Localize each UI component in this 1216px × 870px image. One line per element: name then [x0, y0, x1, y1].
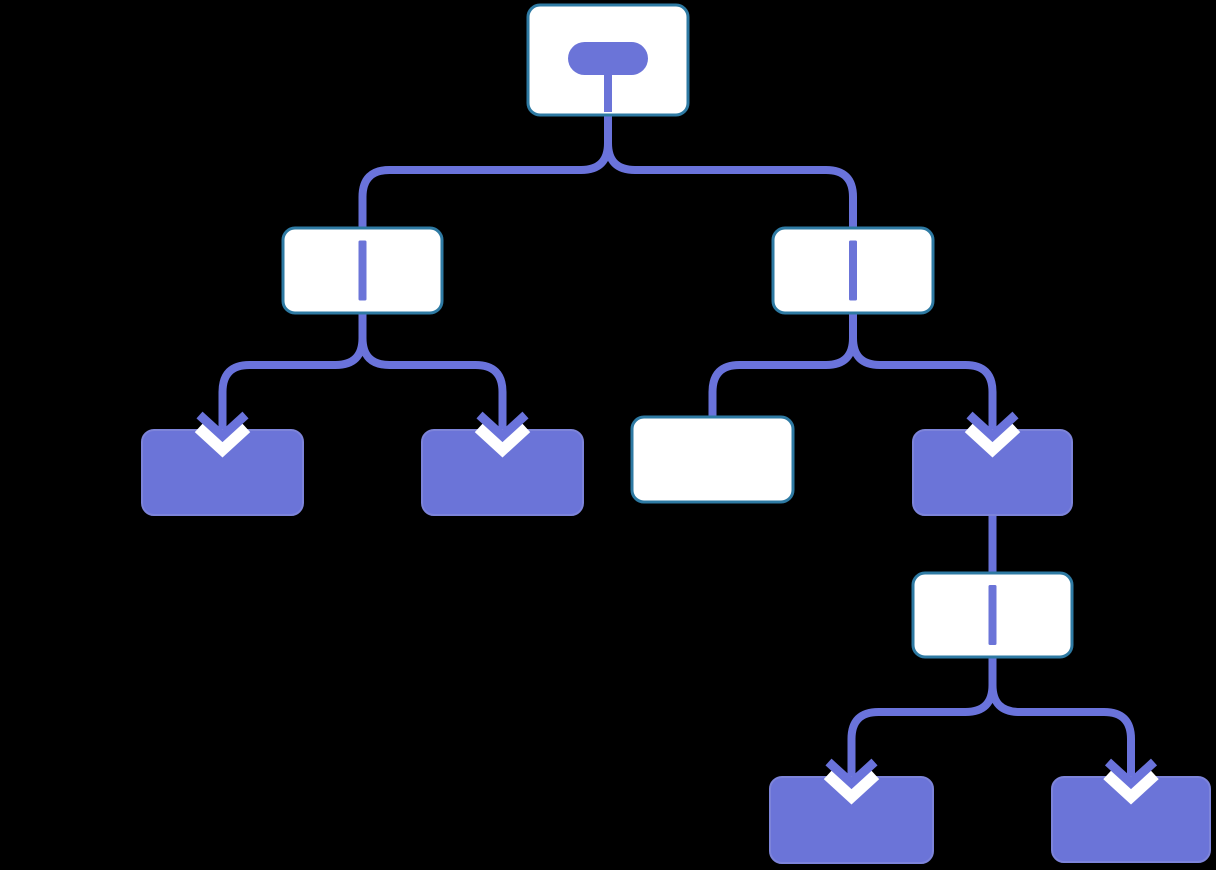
- edge-branch-right-plain-white: [708, 313, 857, 421]
- node-root[interactable]: [526, 3, 690, 117]
- edge-branch-bottom-leaf-d: [988, 657, 1135, 777]
- arrowhead-chevron-icon: [1104, 758, 1158, 790]
- tree-root-pill-icon: [568, 42, 648, 75]
- arrowhead-chevron-icon: [196, 411, 249, 443]
- arrowhead-outline-icon: [474, 421, 531, 458]
- edge-root-branch-left: [358, 115, 612, 232]
- edge-branch-left-leaf-b: [358, 313, 507, 430]
- divider-bar-icon: [358, 240, 367, 301]
- arrowheads-layer: [194, 411, 1159, 805]
- divider-bar-icon: [988, 585, 997, 645]
- arrowhead-outline-icon: [194, 421, 251, 458]
- edge-branch-right-mid-purple: [849, 313, 997, 430]
- arrowhead-outline-icon: [1103, 768, 1159, 805]
- arrowhead-outline-icon: [964, 421, 1021, 458]
- tree-root-stem-icon: [604, 71, 612, 112]
- arrowhead-chevron-icon: [476, 411, 529, 443]
- nodes-layer: [141, 3, 1211, 864]
- divider-bar-icon: [849, 240, 857, 301]
- node-branch-bottom[interactable]: [911, 571, 1074, 659]
- edge-branch-left-leaf-a: [218, 313, 367, 430]
- node-body-outlined[interactable]: [630, 415, 795, 504]
- arrowhead-outline-icon: [823, 768, 880, 805]
- edge-root-branch-right: [604, 115, 857, 232]
- arrowhead-chevron-icon: [966, 411, 1019, 443]
- node-plain-white[interactable]: [630, 415, 795, 504]
- arrowhead-chevron-icon: [825, 758, 878, 790]
- edge-branch-bottom-leaf-c: [847, 657, 997, 777]
- edges-layer: [218, 115, 1135, 777]
- node-branch-right[interactable]: [771, 226, 935, 315]
- node-branch-left[interactable]: [281, 226, 444, 315]
